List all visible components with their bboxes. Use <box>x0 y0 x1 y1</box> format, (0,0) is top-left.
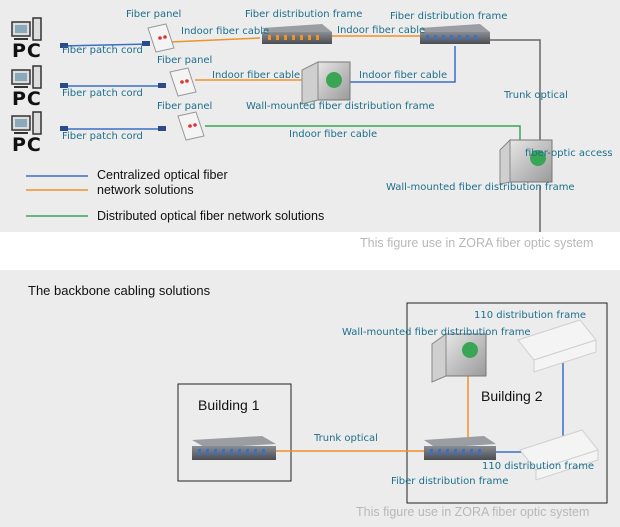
label-wall-mounted-fdf-2: Wall-mounted fiber distribution frame <box>386 182 575 193</box>
label-fiber-patch-cord-3: Fiber patch cord <box>62 131 143 142</box>
label-fiber-panel-1: Fiber panel <box>126 9 182 20</box>
bottom-panel <box>0 270 620 527</box>
label-fiber-patch-cord-2: Fiber patch cord <box>62 88 143 99</box>
legend-lines <box>26 175 88 217</box>
label-indoor-fiber-cable-5: Indoor fiber cable <box>289 129 378 140</box>
fiber-distribution-frame-icon-1 <box>262 24 332 44</box>
pc-icon-1 <box>11 17 42 41</box>
pc-label-1: PC <box>12 40 42 62</box>
label-indoor-fiber-cable-4: Indoor fiber cable <box>359 70 448 81</box>
building2-wall-frame-icon <box>431 333 487 383</box>
pc-icon-2 <box>11 65 42 89</box>
label-fiber-panel-2: Fiber panel <box>157 55 213 66</box>
label-fiber-patch-cord-1: Fiber patch cord <box>62 45 143 56</box>
wall-mounted-frame-icon-2 <box>499 138 553 185</box>
building-boxes <box>177 302 608 504</box>
label-indoor-fiber-cable-2: Indoor fiber cable <box>337 25 426 36</box>
caption-top: This figure use in ZORA fiber optic syst… <box>360 236 594 250</box>
legend-centralized-line2: network solutions <box>97 183 194 197</box>
fiber-distribution-frame-icon-2 <box>420 24 490 44</box>
label-indoor-fiber-cable-1: Indoor fiber cable <box>181 26 270 37</box>
distribution-frame-110-icon-bottom <box>519 429 599 481</box>
patch-cord-connectors <box>60 41 166 131</box>
label-indoor-fiber-cable-3: Indoor fiber cable <box>212 70 301 81</box>
label-wall-mounted-fdf-bottom: Wall-mounted fiber distribution frame <box>342 327 531 338</box>
label-fiber-optic-access: fiber-optic access <box>525 148 613 159</box>
pc-label-2: PC <box>12 88 42 110</box>
label-110-frame-1: 110 distribution frame <box>474 310 587 321</box>
fiber-panel-icon-2 <box>169 67 197 97</box>
backbone-title: The backbone cabling solutions <box>28 283 211 298</box>
top-cable-lines <box>59 35 541 232</box>
label-110-frame-2: 110 distribution frame <box>482 461 595 472</box>
pc-label-3: PC <box>12 134 42 156</box>
label-fiber-distribution-frame-1: Fiber distribution frame <box>245 9 363 20</box>
label-trunk-optical-top: Trunk optical <box>504 90 568 101</box>
label-fiber-distribution-frame-2: Fiber distribution frame <box>390 11 508 22</box>
caption-bottom: This figure use in ZORA fiber optic syst… <box>356 505 590 519</box>
legend-centralized-line1: Centralized optical fiber <box>97 168 228 182</box>
wall-mounted-frame-icon-1 <box>301 61 351 105</box>
label-fiber-panel-3: Fiber panel <box>157 101 213 112</box>
label-trunk-optical-bottom: Trunk optical <box>314 433 378 444</box>
label-wall-mounted-fdf-1: Wall-mounted fiber distribution frame <box>246 101 435 112</box>
legend-distributed: Distributed optical fiber network soluti… <box>97 209 325 223</box>
label-fiber-distribution-frame-bottom: Fiber distribution frame <box>391 476 509 487</box>
building2-label: Building 2 <box>481 388 543 404</box>
building2-frame-icon <box>424 436 496 460</box>
distribution-frame-110-icon-top <box>517 319 597 373</box>
building1-frame-icon <box>192 436 276 460</box>
fiber-panel-icon-3 <box>177 111 205 141</box>
building1-label: Building 1 <box>198 397 260 413</box>
pc-icon-3 <box>11 111 42 135</box>
fiber-panel-icon-1 <box>147 23 175 53</box>
